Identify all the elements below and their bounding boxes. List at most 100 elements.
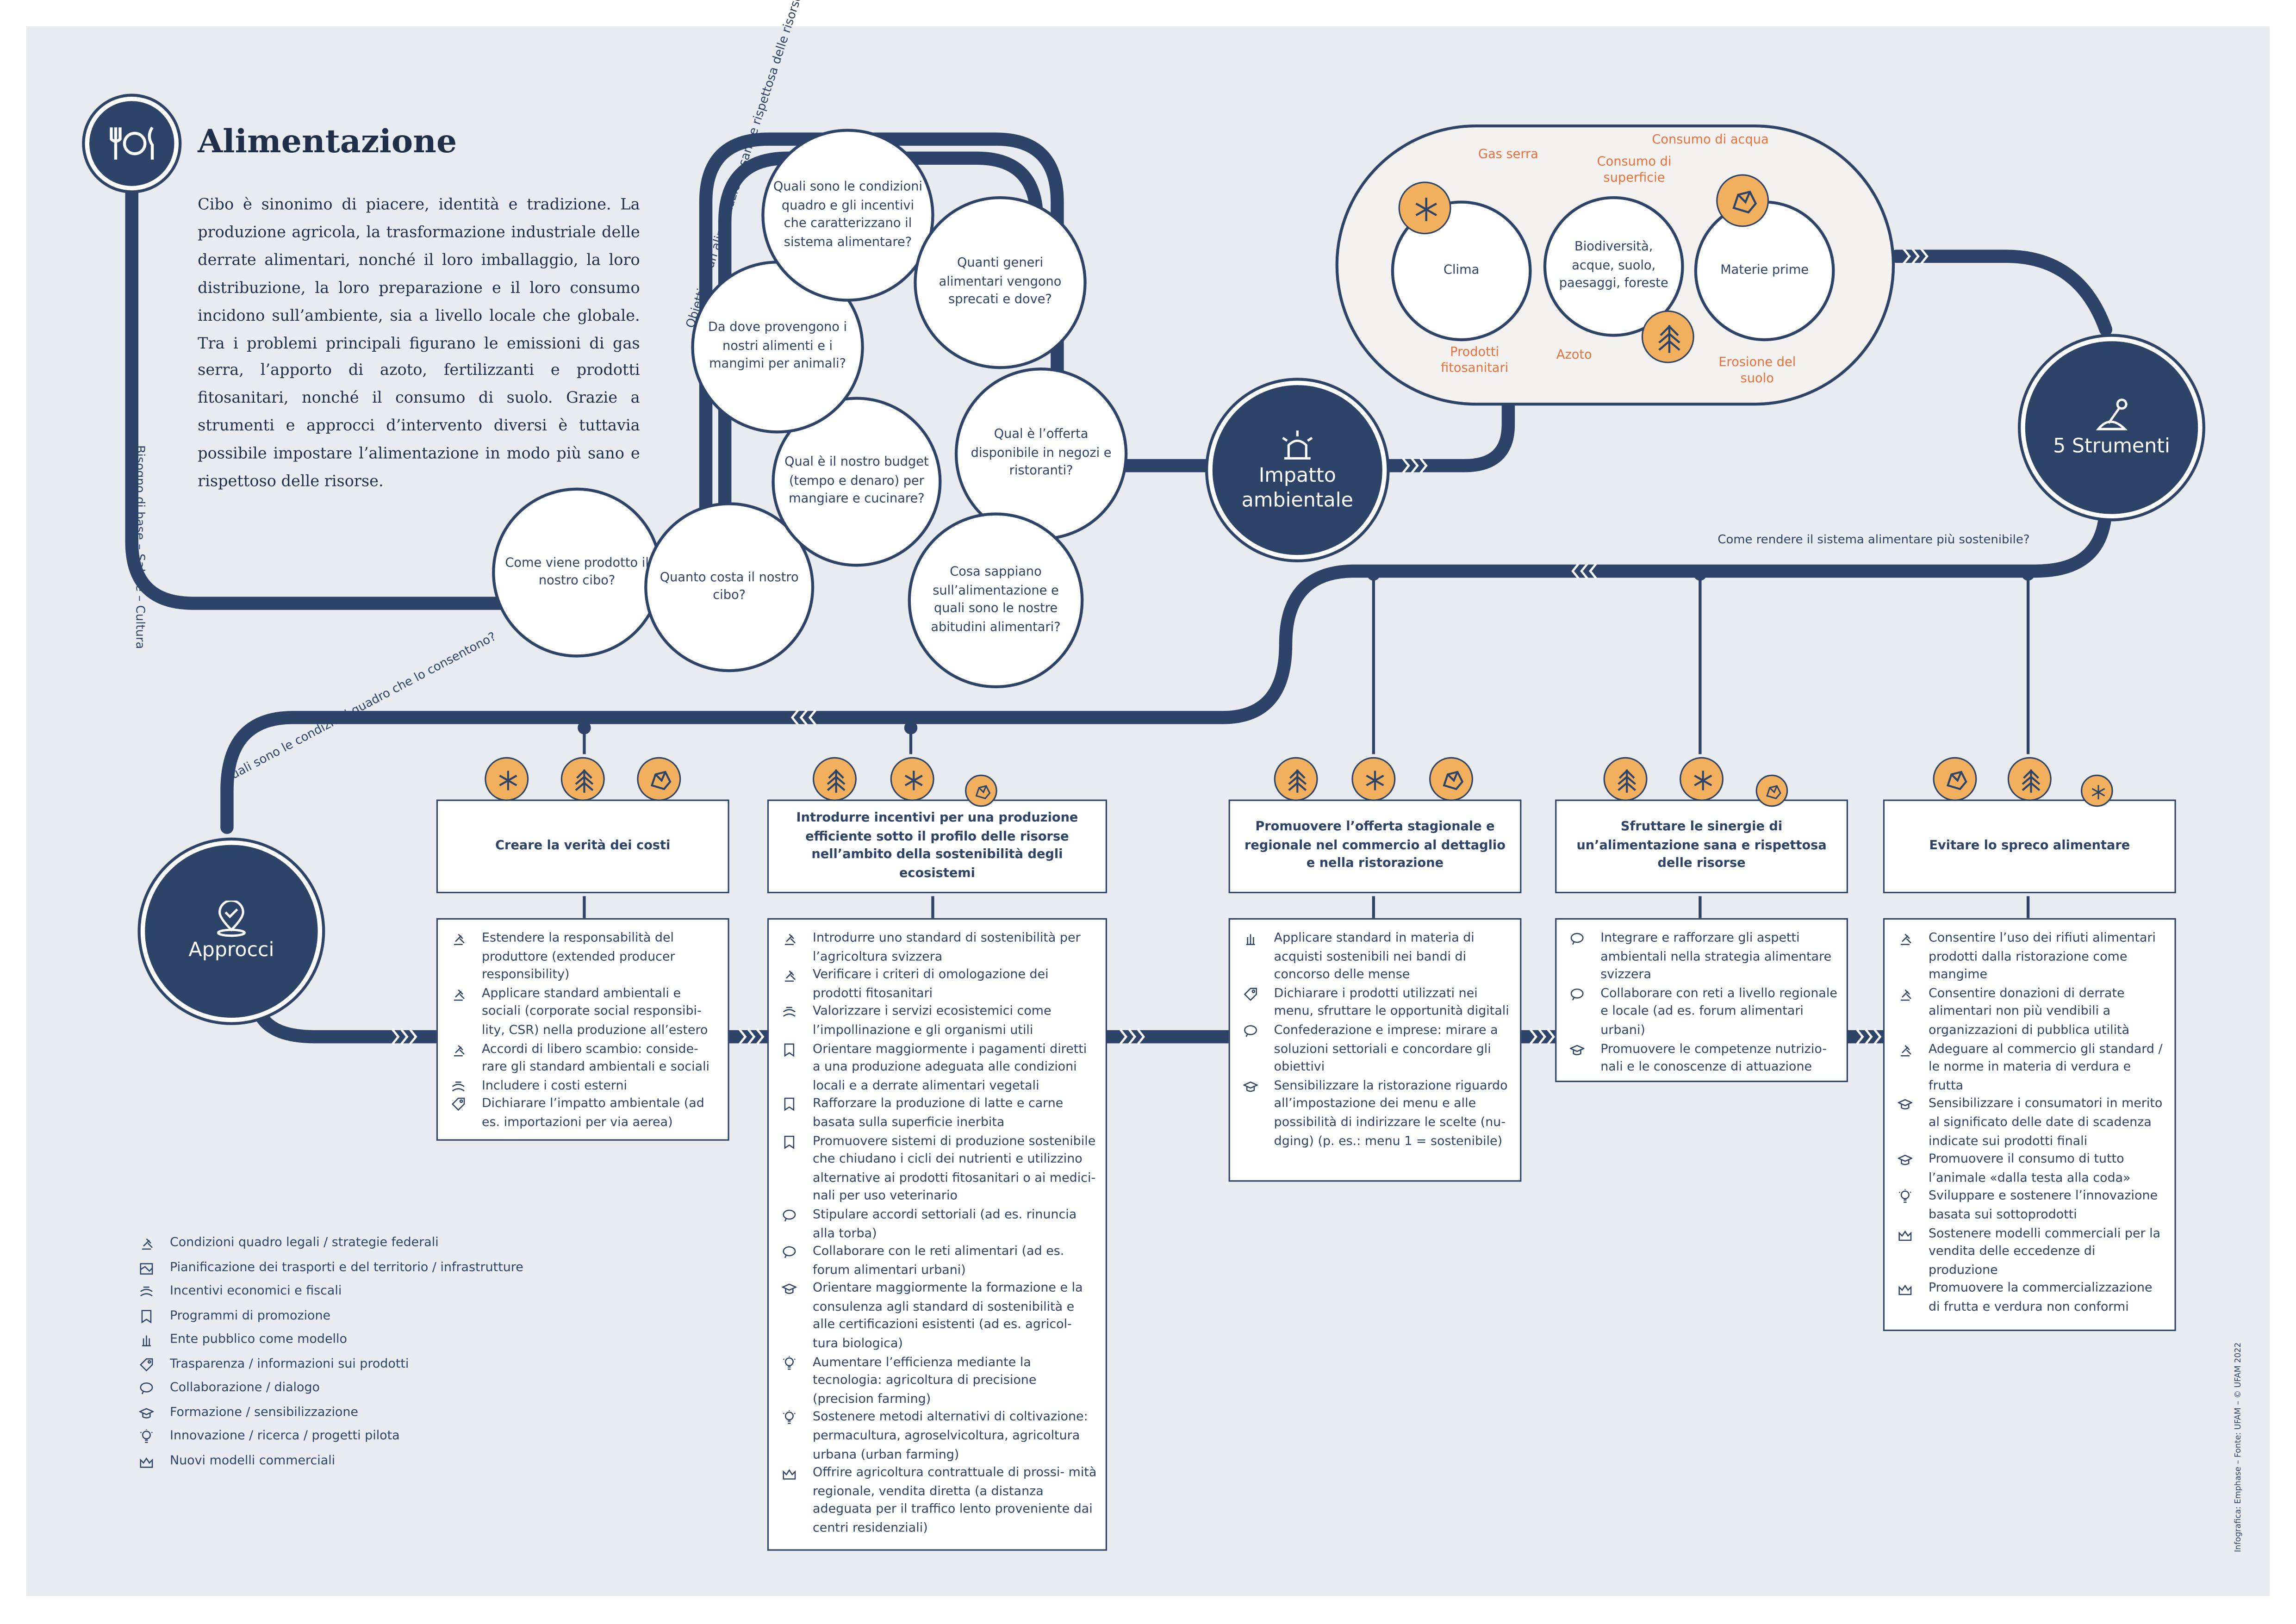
measure-text: Verificare i criteri di omologazione dei… xyxy=(813,968,1049,1002)
measure-text: Sviluppare e sostenere l’innovazione bas… xyxy=(1928,1189,2158,1223)
tool-title-box: Evitare lo spreco alimentare xyxy=(1883,799,2176,894)
rock-icon xyxy=(1933,757,1977,801)
measure-item: Sensibilizzare la ristorazione riguardo … xyxy=(1239,1077,1512,1151)
legend: Condizioni quadro legali / strategie fed… xyxy=(135,1234,523,1476)
hub-impact: Impatto ambientale xyxy=(1208,380,1387,560)
credit: Infografica: Emphase – Fonte: UFAM – © U… xyxy=(2234,1342,2244,1552)
measure-item: Introdurre uno standard di sostenibilità… xyxy=(778,930,1097,967)
tool-measures-list: Integrare e rafforzare gli aspetti ambie… xyxy=(1555,918,1848,1083)
rock-icon xyxy=(965,774,997,807)
measure-text: Rafforzare la produzione di latte e carn… xyxy=(813,1097,1064,1131)
measure-text: Applicare standard in materia di acquist… xyxy=(1274,931,1475,983)
measure-text: Promuovere le competenze nutrizio- nali … xyxy=(1600,1042,1827,1075)
measure-item: Rafforzare la produzione di latte e carn… xyxy=(778,1096,1097,1133)
measure-item: Promuovere sistemi di produzione sosteni… xyxy=(778,1132,1097,1206)
snowflake-icon xyxy=(1680,757,1724,801)
measure-item: Offrire agricoltura contrattuale di pros… xyxy=(778,1465,1097,1538)
promo-icon xyxy=(141,1309,152,1323)
legal-icon xyxy=(142,1238,153,1250)
snowflake-icon xyxy=(890,757,934,801)
tree-icon xyxy=(560,757,605,801)
label-how: Come rendere il sistema alimentare più s… xyxy=(1717,531,2030,547)
legend-item: Programmi di promozione xyxy=(135,1307,523,1331)
question-circle: Qual è l’offerta disponibile in negozi e… xyxy=(954,367,1128,541)
biz-icon xyxy=(1898,1230,1912,1240)
legend-item: Nuovi modelli commerciali xyxy=(135,1452,523,1476)
legend-label: Incentivi economici e fiscali xyxy=(170,1284,342,1299)
measure-item: Confederazione e imprese: mirare a soluz… xyxy=(1239,1022,1512,1077)
question-circle: Come viene prodotto il nostro cibo? xyxy=(492,487,662,658)
plan-icon xyxy=(140,1262,153,1274)
measure-item: Valorizzare i servizi ecosistemici come … xyxy=(778,1004,1097,1041)
legend-label: Collaborazione / dialogo xyxy=(170,1381,320,1396)
legal-icon xyxy=(1900,1044,1911,1056)
label-erosion: Erosione del suolo xyxy=(1718,355,1796,387)
measure-text: Collaborare con reti a livello regionale… xyxy=(1600,986,1837,1039)
legal-icon xyxy=(1900,933,1911,946)
tool-title: Evitare lo spreco alimentare xyxy=(1929,839,2130,853)
measure-item: Collaborare con le reti alimentari (ad e… xyxy=(778,1244,1097,1281)
collab-icon xyxy=(783,1246,796,1258)
measure-text: Orientare maggiormente la formazione e l… xyxy=(813,1282,1083,1352)
legend-item: Trasparenza / informazioni sui prodotti xyxy=(135,1355,523,1379)
edu-icon xyxy=(1243,1081,1258,1092)
measure-item: Promuovere la commercializzazione di fru… xyxy=(1893,1280,2166,1317)
measure-text: Integrare e rafforzare gli aspetti ambie… xyxy=(1600,931,1832,983)
promo-icon xyxy=(784,1098,795,1112)
label-land: Consumo di superficie xyxy=(1597,155,1672,186)
innov-icon xyxy=(783,1411,796,1425)
measure-item: Adeguare al commercio gli standard / le … xyxy=(1893,1040,2166,1096)
measure-text: Promuovere la commercializzazione di fru… xyxy=(1928,1282,2153,1315)
measure-text: Sensibilizzare la ristorazione riguardo … xyxy=(1274,1079,1508,1149)
legend-item: Innovazione / ricerca / progetti pilota xyxy=(135,1428,523,1452)
collab-icon xyxy=(1570,933,1584,945)
measure-text: Dichiarare l’impatto ambientale (ad es. … xyxy=(481,1097,704,1131)
hub-approaches-label: Approcci xyxy=(188,938,274,962)
econ-icon xyxy=(783,1007,796,1018)
legend-label: Condizioni quadro legali / strategie fed… xyxy=(170,1236,439,1251)
biz-icon xyxy=(783,1469,796,1480)
measure-item: Estendere la responsabilità del produtto… xyxy=(447,930,719,985)
legend-label: Ente pubblico come modello xyxy=(170,1332,347,1347)
question-circle: Da dove provengono i nostri alimenti e i… xyxy=(691,261,864,434)
rock-icon xyxy=(637,757,681,801)
tool-title: Introdurre incentivi per una produzione … xyxy=(796,811,1078,881)
legal-icon xyxy=(784,933,796,946)
lever-icon xyxy=(2096,398,2128,430)
snowflake-icon xyxy=(2081,774,2113,807)
legal-icon xyxy=(784,971,796,982)
edu-icon xyxy=(782,1284,797,1294)
measure-item: Sviluppare e sostenere l’innovazione bas… xyxy=(1893,1188,2166,1225)
edu-icon xyxy=(1898,1099,1913,1110)
measure-item: Stipulare accordi settoriali (ad es. rin… xyxy=(778,1207,1097,1244)
biz-icon xyxy=(1898,1285,1912,1296)
measure-item: Sostenere metodi alternativi di coltivaz… xyxy=(778,1409,1097,1465)
measure-item: Dichiarare i prodotti utilizzati nei men… xyxy=(1239,985,1512,1022)
location-pin-icon xyxy=(217,900,246,936)
measure-text: Adeguare al commercio gli standard / le … xyxy=(1928,1042,2163,1094)
measure-item: Collaborare con reti a livello regionale… xyxy=(1565,985,1838,1041)
legend-label: Pianificazione dei trasporti e del terri… xyxy=(170,1260,523,1275)
tool-title: Creare la verità dei costi xyxy=(495,839,671,853)
collab-icon xyxy=(1570,988,1584,1000)
snowflake-icon xyxy=(1398,181,1451,235)
measure-text: Consentire l’uso dei rifiuti alimentari … xyxy=(1928,931,2156,983)
legend-item: Incentivi economici e fiscali xyxy=(135,1283,523,1307)
legend-item: Ente pubblico come modello xyxy=(135,1331,523,1355)
tool-title-box: Introdurre incentivi per una produzione … xyxy=(767,799,1107,894)
innov-icon xyxy=(140,1429,153,1443)
hub-tools: 5 Strumenti xyxy=(2021,336,2203,519)
econ-icon xyxy=(140,1286,153,1297)
measure-text: Promuovere il consumo di tutto l’animale… xyxy=(1928,1152,2131,1186)
question-circle: Quanto costa il nostro cibo? xyxy=(644,502,815,672)
innov-icon xyxy=(1898,1189,1911,1203)
legal-icon xyxy=(454,933,465,946)
tool-title-box: Creare la verità dei costi xyxy=(436,799,729,894)
measure-item: Integrare e rafforzare gli aspetti ambie… xyxy=(1565,930,1838,985)
legend-item: Collaborazione / dialogo xyxy=(135,1379,523,1403)
label-gas: Gas serra xyxy=(1478,148,1538,163)
question-circle: Quanti generi alimentari vengono sprecat… xyxy=(914,196,1087,369)
collab-icon xyxy=(783,1209,796,1222)
tool-measures-list: Applicare standard in materia di acquist… xyxy=(1228,918,1522,1182)
